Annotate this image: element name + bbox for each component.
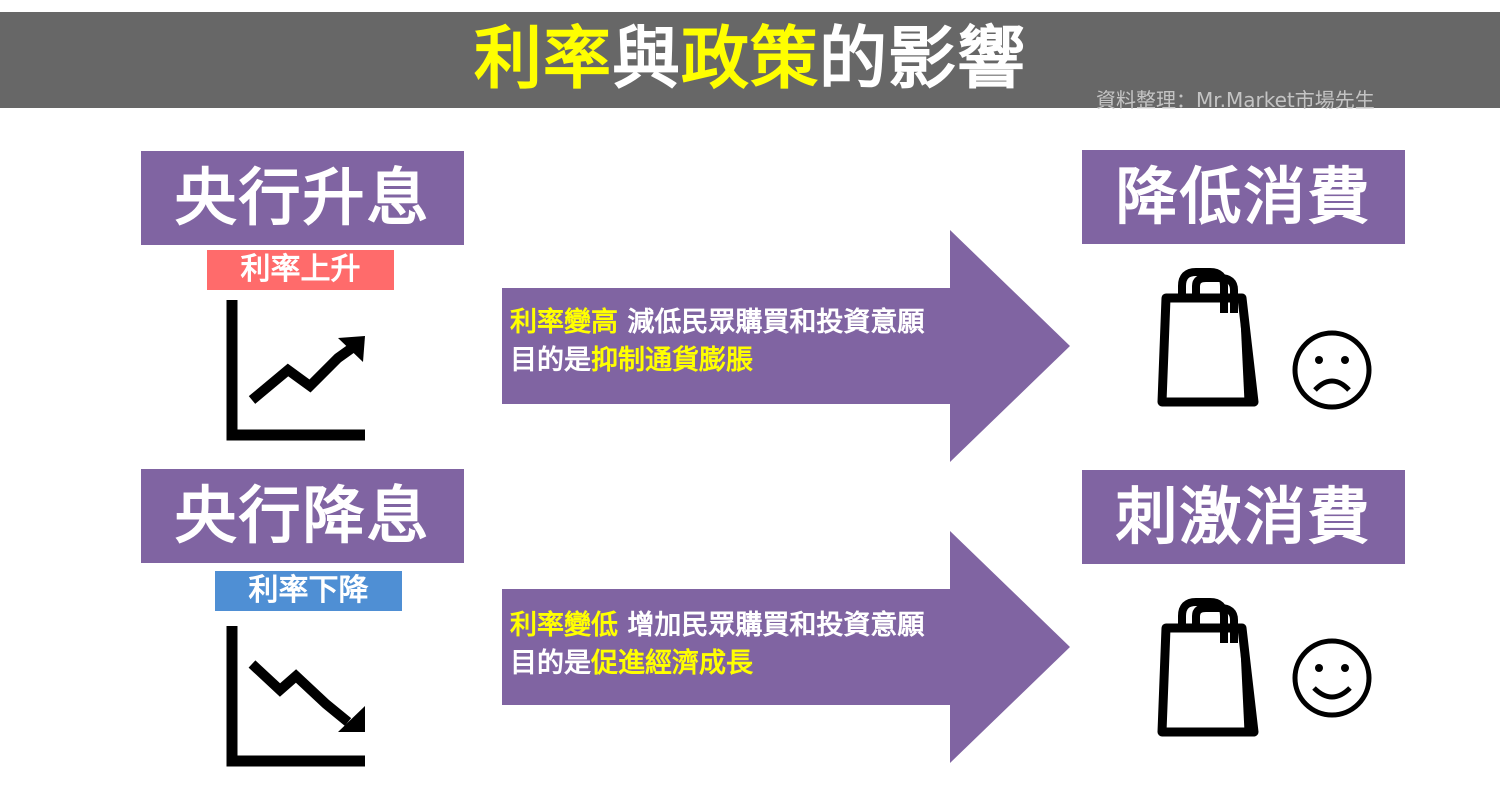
page-title: 利率與政策的影響: [0, 12, 1500, 108]
arrow-highlight-2: 抑制通貨膨脹: [591, 345, 753, 376]
header-bar: 利率與政策的影響 資料整理：Mr.Market市場先生: [0, 12, 1500, 112]
arrow-rest-1: 減低民眾購買和投資意願: [618, 307, 925, 338]
shopping-bag-icon: [1157, 268, 1259, 407]
arrow-cut: [502, 531, 1070, 763]
cause-box-cut: 央行降息: [141, 469, 464, 563]
arrow-line-2: 目的是抑制通貨膨脹: [510, 342, 924, 380]
arrow-line-1: 利率變高 減低民眾購買和投資意願: [510, 304, 924, 342]
title-part-1: 利率: [473, 20, 612, 99]
source-credit: 資料整理：Mr.Market市場先生: [1096, 88, 1375, 112]
title-part-3: 政策: [681, 20, 820, 99]
shopping-bag-icon: [1157, 598, 1259, 737]
title-part-2: 與: [611, 20, 681, 99]
arrow-highlight-1: 利率變高: [510, 307, 618, 338]
arrow-highlight-1: 利率變低: [510, 610, 618, 641]
arrow-raise: [502, 230, 1070, 462]
arrow-text-raise: 利率變高 減低民眾購買和投資意願 目的是抑制通貨膨脹: [510, 304, 924, 380]
happy-face-icon: [1292, 638, 1372, 718]
title-part-4: 的影響: [819, 20, 1027, 99]
tag-rate-down: 利率下降: [215, 571, 402, 611]
arrow-prefix-2: 目的是: [510, 345, 591, 376]
effect-box-reduce: 降低消費: [1082, 150, 1405, 244]
arrow-highlight-2: 促進經濟成長: [591, 648, 753, 679]
trend-down-icon: [226, 626, 365, 767]
effect-box-stimulate: 刺激消費: [1082, 470, 1405, 564]
arrow-text-cut: 利率變低 增加民眾購買和投資意願 目的是促進經濟成長: [510, 607, 924, 683]
sad-face-icon: [1292, 330, 1372, 410]
cause-box-raise: 央行升息: [141, 151, 464, 245]
trend-up-icon: [226, 300, 365, 441]
arrow-line-2: 目的是促進經濟成長: [510, 645, 924, 683]
tag-rate-up: 利率上升: [207, 250, 394, 290]
arrow-prefix-2: 目的是: [510, 648, 591, 679]
arrow-line-1: 利率變低 增加民眾購買和投資意願: [510, 607, 924, 645]
arrow-rest-1: 增加民眾購買和投資意願: [618, 610, 925, 641]
